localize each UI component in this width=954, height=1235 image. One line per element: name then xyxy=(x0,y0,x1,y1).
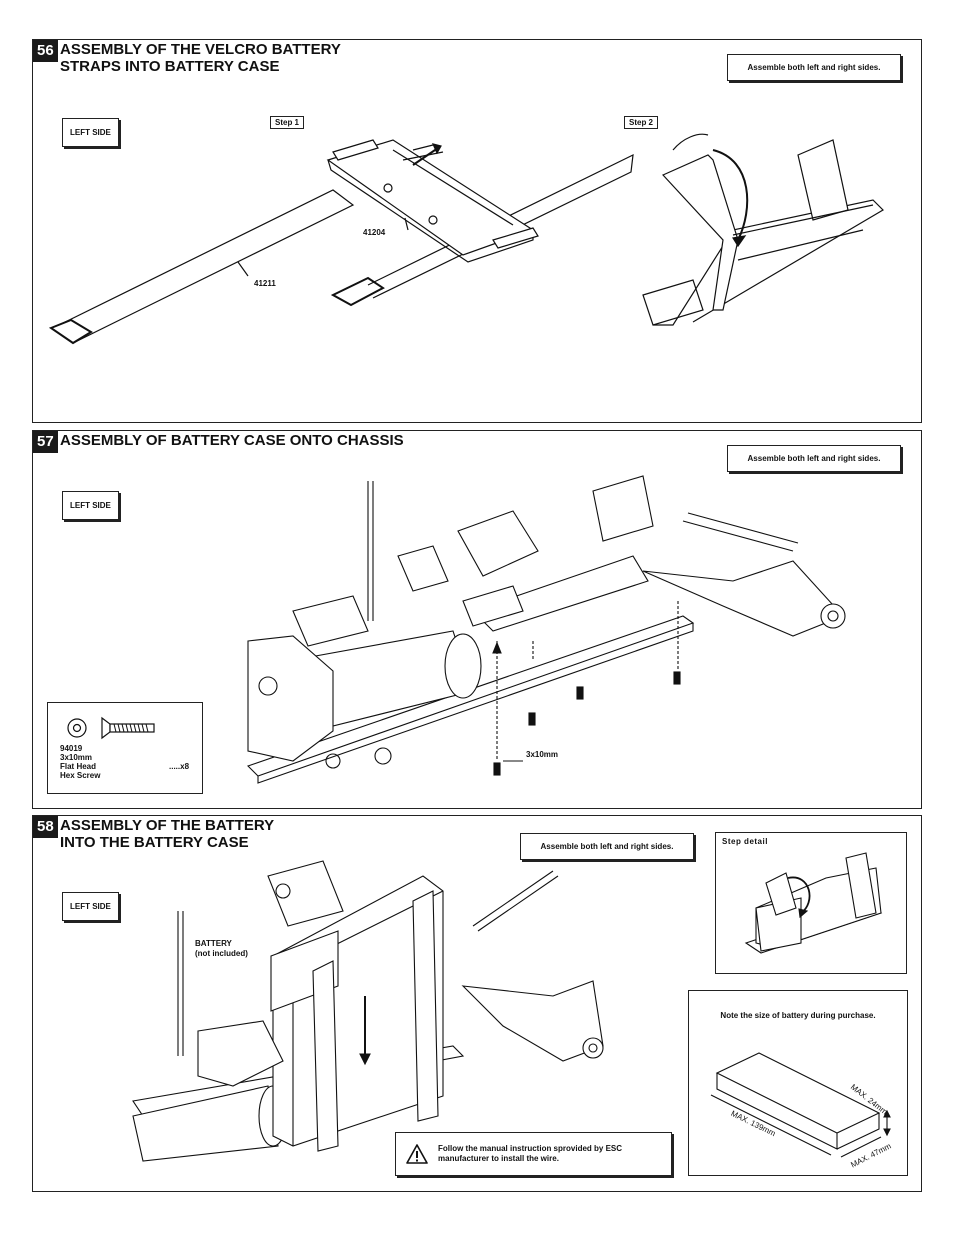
section-title: ASSEMBLY OF THE BATTERY INTO THE BATTERY… xyxy=(60,817,275,851)
step-2-label: Step 2 xyxy=(624,116,659,129)
section-57: 57 ASSEMBLY OF BATTERY CASE ONTO CHASSIS… xyxy=(32,430,922,809)
battery-dimension-diagram xyxy=(710,1052,891,1158)
flat-head-hex-screw-icon xyxy=(101,716,155,740)
side-label: LEFT SIDE xyxy=(62,491,119,520)
esc-warning-box: Follow the manual instruction sprovided … xyxy=(395,1132,672,1176)
side-label: LEFT SIDE xyxy=(62,892,119,921)
battery-label: BATTERY (not included) xyxy=(195,939,248,959)
screw-size-callout: 3x10mm xyxy=(526,750,559,759)
screw-parts-box: 94019 3x10mm Flat Head Hex Screw .....x8 xyxy=(47,702,203,794)
section-number: 58 xyxy=(33,816,58,838)
screw-name-line-1: Flat Head xyxy=(60,762,97,771)
battery-size-note: Note the size of battery during purchase… xyxy=(720,1011,876,1020)
section-56: 56 ASSEMBLY OF THE VELCRO BATTERY STRAPS… xyxy=(32,39,922,423)
step-detail-box: Step detail xyxy=(715,832,907,974)
screw-name-line-2: Hex Screw xyxy=(60,771,101,780)
velcro-strap-assembly-illustration xyxy=(48,133,884,345)
step-detail-illustration xyxy=(744,852,883,954)
esc-warning-text: Follow the manual instruction sprovided … xyxy=(438,1144,623,1163)
side-label: LEFT SIDE xyxy=(62,118,119,147)
step-detail-label: Step detail xyxy=(722,837,768,846)
part-number-strap: 41211 xyxy=(254,279,276,288)
part-number-case: 41204 xyxy=(363,228,386,237)
section-title: ASSEMBLY OF BATTERY CASE ONTO CHASSIS xyxy=(60,432,404,449)
instruction-note: Assemble both left and right sides. xyxy=(520,833,694,860)
battery-label-line-1: BATTERY xyxy=(195,939,232,948)
battery-install-illustration xyxy=(132,860,604,1162)
washer-icon xyxy=(67,718,87,738)
battery-label-line-2: (not included) xyxy=(195,949,248,958)
section-58: 58 ASSEMBLY OF THE BATTERY INTO THE BATT… xyxy=(32,815,922,1192)
warning-icon xyxy=(406,1144,428,1164)
instruction-note: Assemble both left and right sides. xyxy=(727,54,901,81)
screw-size: 3x10mm xyxy=(60,753,93,762)
screw-part-number: 94019 xyxy=(60,744,83,753)
instruction-note: Assemble both left and right sides. xyxy=(727,445,901,472)
battery-size-box: Note the size of battery during purchase… xyxy=(688,990,908,1176)
section-number: 57 xyxy=(33,431,58,453)
battery-case-chassis-illustration xyxy=(246,475,846,784)
step-1-label: Step 1 xyxy=(270,116,305,129)
screw-quantity: .....x8 xyxy=(169,762,190,771)
section-title: ASSEMBLY OF THE VELCRO BATTERY STRAPS IN… xyxy=(60,41,341,75)
section-number: 56 xyxy=(33,40,58,62)
